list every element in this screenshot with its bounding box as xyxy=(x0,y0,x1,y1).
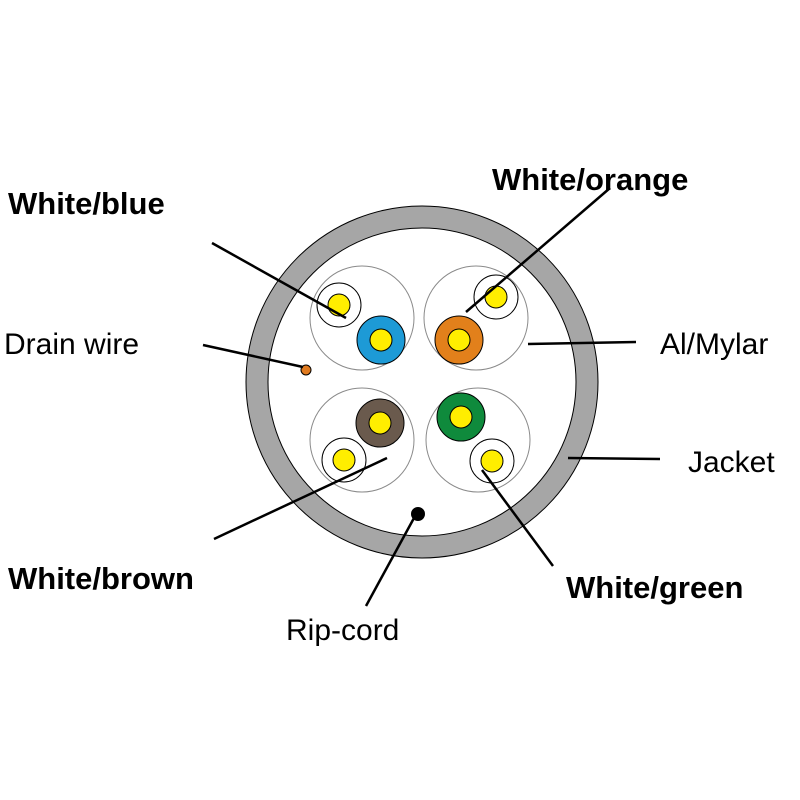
brown-conductor xyxy=(368,411,392,435)
leader-white-green xyxy=(480,469,555,567)
foil-shield-orange-pair xyxy=(423,265,529,371)
green-conductor xyxy=(449,405,473,429)
rip-cord-dot xyxy=(411,507,425,521)
label-al-mylar: Al/Mylar xyxy=(660,328,768,361)
leader-white-orange xyxy=(465,187,611,313)
leader-rip-cord xyxy=(364,517,416,607)
foil-shield-green-pair xyxy=(425,387,531,493)
white-orange-conductor xyxy=(484,285,508,309)
orange-conductor xyxy=(447,328,471,352)
drain-wire-dot xyxy=(300,364,312,376)
leader-al-mylar xyxy=(527,340,637,346)
leader-white-brown xyxy=(213,456,388,541)
label-white-green: White/green xyxy=(566,570,743,605)
blue-conductor xyxy=(369,328,393,352)
label-white-blue: White/blue xyxy=(8,186,165,221)
leader-jacket xyxy=(567,456,661,461)
leader-white-blue xyxy=(211,241,347,320)
foil-shield-blue-pair xyxy=(309,265,415,371)
foil-shield-brown-pair xyxy=(309,387,415,493)
white-green-conductor xyxy=(480,449,504,473)
label-jacket: Jacket xyxy=(688,446,775,479)
label-white-orange: White/orange xyxy=(492,162,688,197)
label-rip-cord: Rip-cord xyxy=(286,614,399,647)
leader-drain-wire xyxy=(202,343,304,369)
cable-interior xyxy=(267,227,577,537)
label-white-brown: White/brown xyxy=(8,561,194,596)
label-drain-wire: Drain wire xyxy=(4,328,139,361)
white-brown-conductor xyxy=(332,448,356,472)
